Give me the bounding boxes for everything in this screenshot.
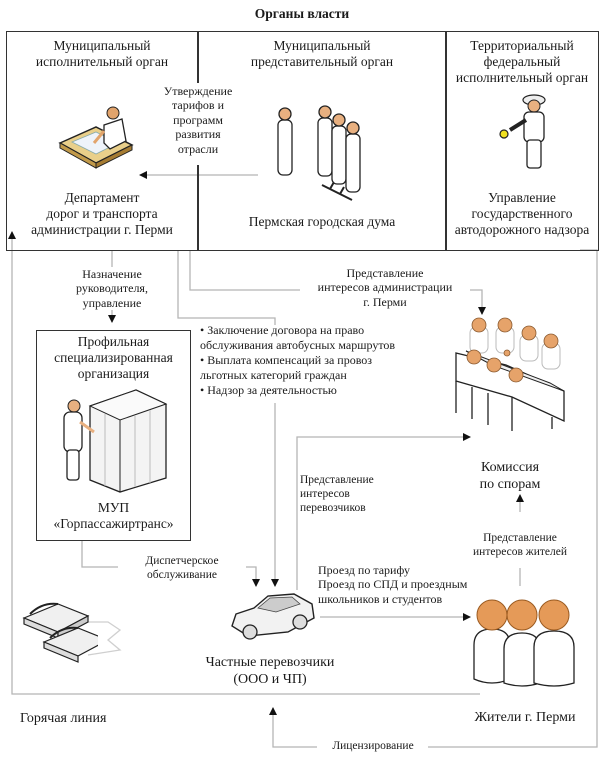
profile-org-box: [36, 330, 191, 541]
city-duma-label: Пермская городская дума: [248, 214, 396, 229]
dispatch-arrow: [243, 566, 260, 587]
federal-supervision-label: Управление государственного автодорожног…: [454, 190, 590, 238]
person-at-desk-icon: [58, 105, 138, 180]
contract-line: [177, 250, 276, 325]
municipal-representative-header: Муниципальный представительный орган: [250, 38, 394, 70]
phone-cable: [87, 621, 122, 656]
column-divider-2: [445, 32, 447, 250]
authorities-box: [6, 31, 599, 251]
residents-label: Жители г. Перми: [474, 710, 576, 725]
hotline-label: Горячая линия: [20, 711, 107, 726]
commission-label: Комиссия по спорам: [479, 460, 541, 492]
car-icon: [228, 590, 318, 650]
meeting-table-icon: [452, 313, 567, 438]
carriers-interest-label: Представление интересов перевозчиков: [300, 474, 374, 514]
hotline-loop-arrow: [8, 231, 480, 695]
licensing-line: [269, 707, 317, 748]
municipal-executive-header: Муниципальный исполнительный орган: [35, 38, 169, 70]
admin-interest-line: [189, 250, 320, 291]
dispatch-line: [81, 540, 120, 568]
federal-executive-header: Территориальный федеральный исполнительн…: [455, 38, 589, 86]
group-of-people-icon: [272, 100, 372, 210]
carriers-label: Частные перевозчики (ООО и ЧП): [205, 655, 335, 687]
obligations-list: • Заключение договора на право обслужива…: [200, 323, 395, 398]
licensing-label: Лицензирование: [318, 740, 428, 754]
diagram-title: Органы власти: [254, 6, 350, 21]
obligation-item-cont: льготных категорий граждан: [200, 368, 347, 382]
admin-interest-label: Представление интересов администрации г.…: [300, 266, 470, 310]
approval-label: Утверждение тарифов и программ развития …: [163, 84, 233, 156]
appointment-label: Назначение руководителя, управление: [62, 267, 162, 311]
obligation-item: • Заключение договора на право: [200, 323, 365, 337]
profile-org-header: Профильная специализированная организаци…: [54, 334, 173, 382]
police-officer-icon: [496, 90, 556, 175]
obligation-item: • Выплата компенсаций за провоз: [200, 353, 373, 367]
telephones-icon: [18, 600, 110, 685]
dispatch-label: Диспетчерское обслуживание: [118, 555, 246, 583]
carriers-interest-arrow: [296, 433, 471, 590]
department-label: Департамент дорог и транспорта администр…: [31, 190, 173, 238]
residents-group-icon: [470, 595, 585, 695]
fare-label: Проезд по тарифу Проезд по СПД и проездн…: [318, 563, 468, 606]
obligation-item-cont: обслуживания автобусных маршрутов: [200, 338, 396, 352]
obligation-item: • Надзор за деятельностью: [200, 383, 337, 397]
person-at-server-icon: [62, 388, 172, 498]
residents-interest-label: Представление интересов жителей: [460, 532, 580, 560]
mup-label: МУП «Горпассажиртранс»: [53, 500, 174, 532]
